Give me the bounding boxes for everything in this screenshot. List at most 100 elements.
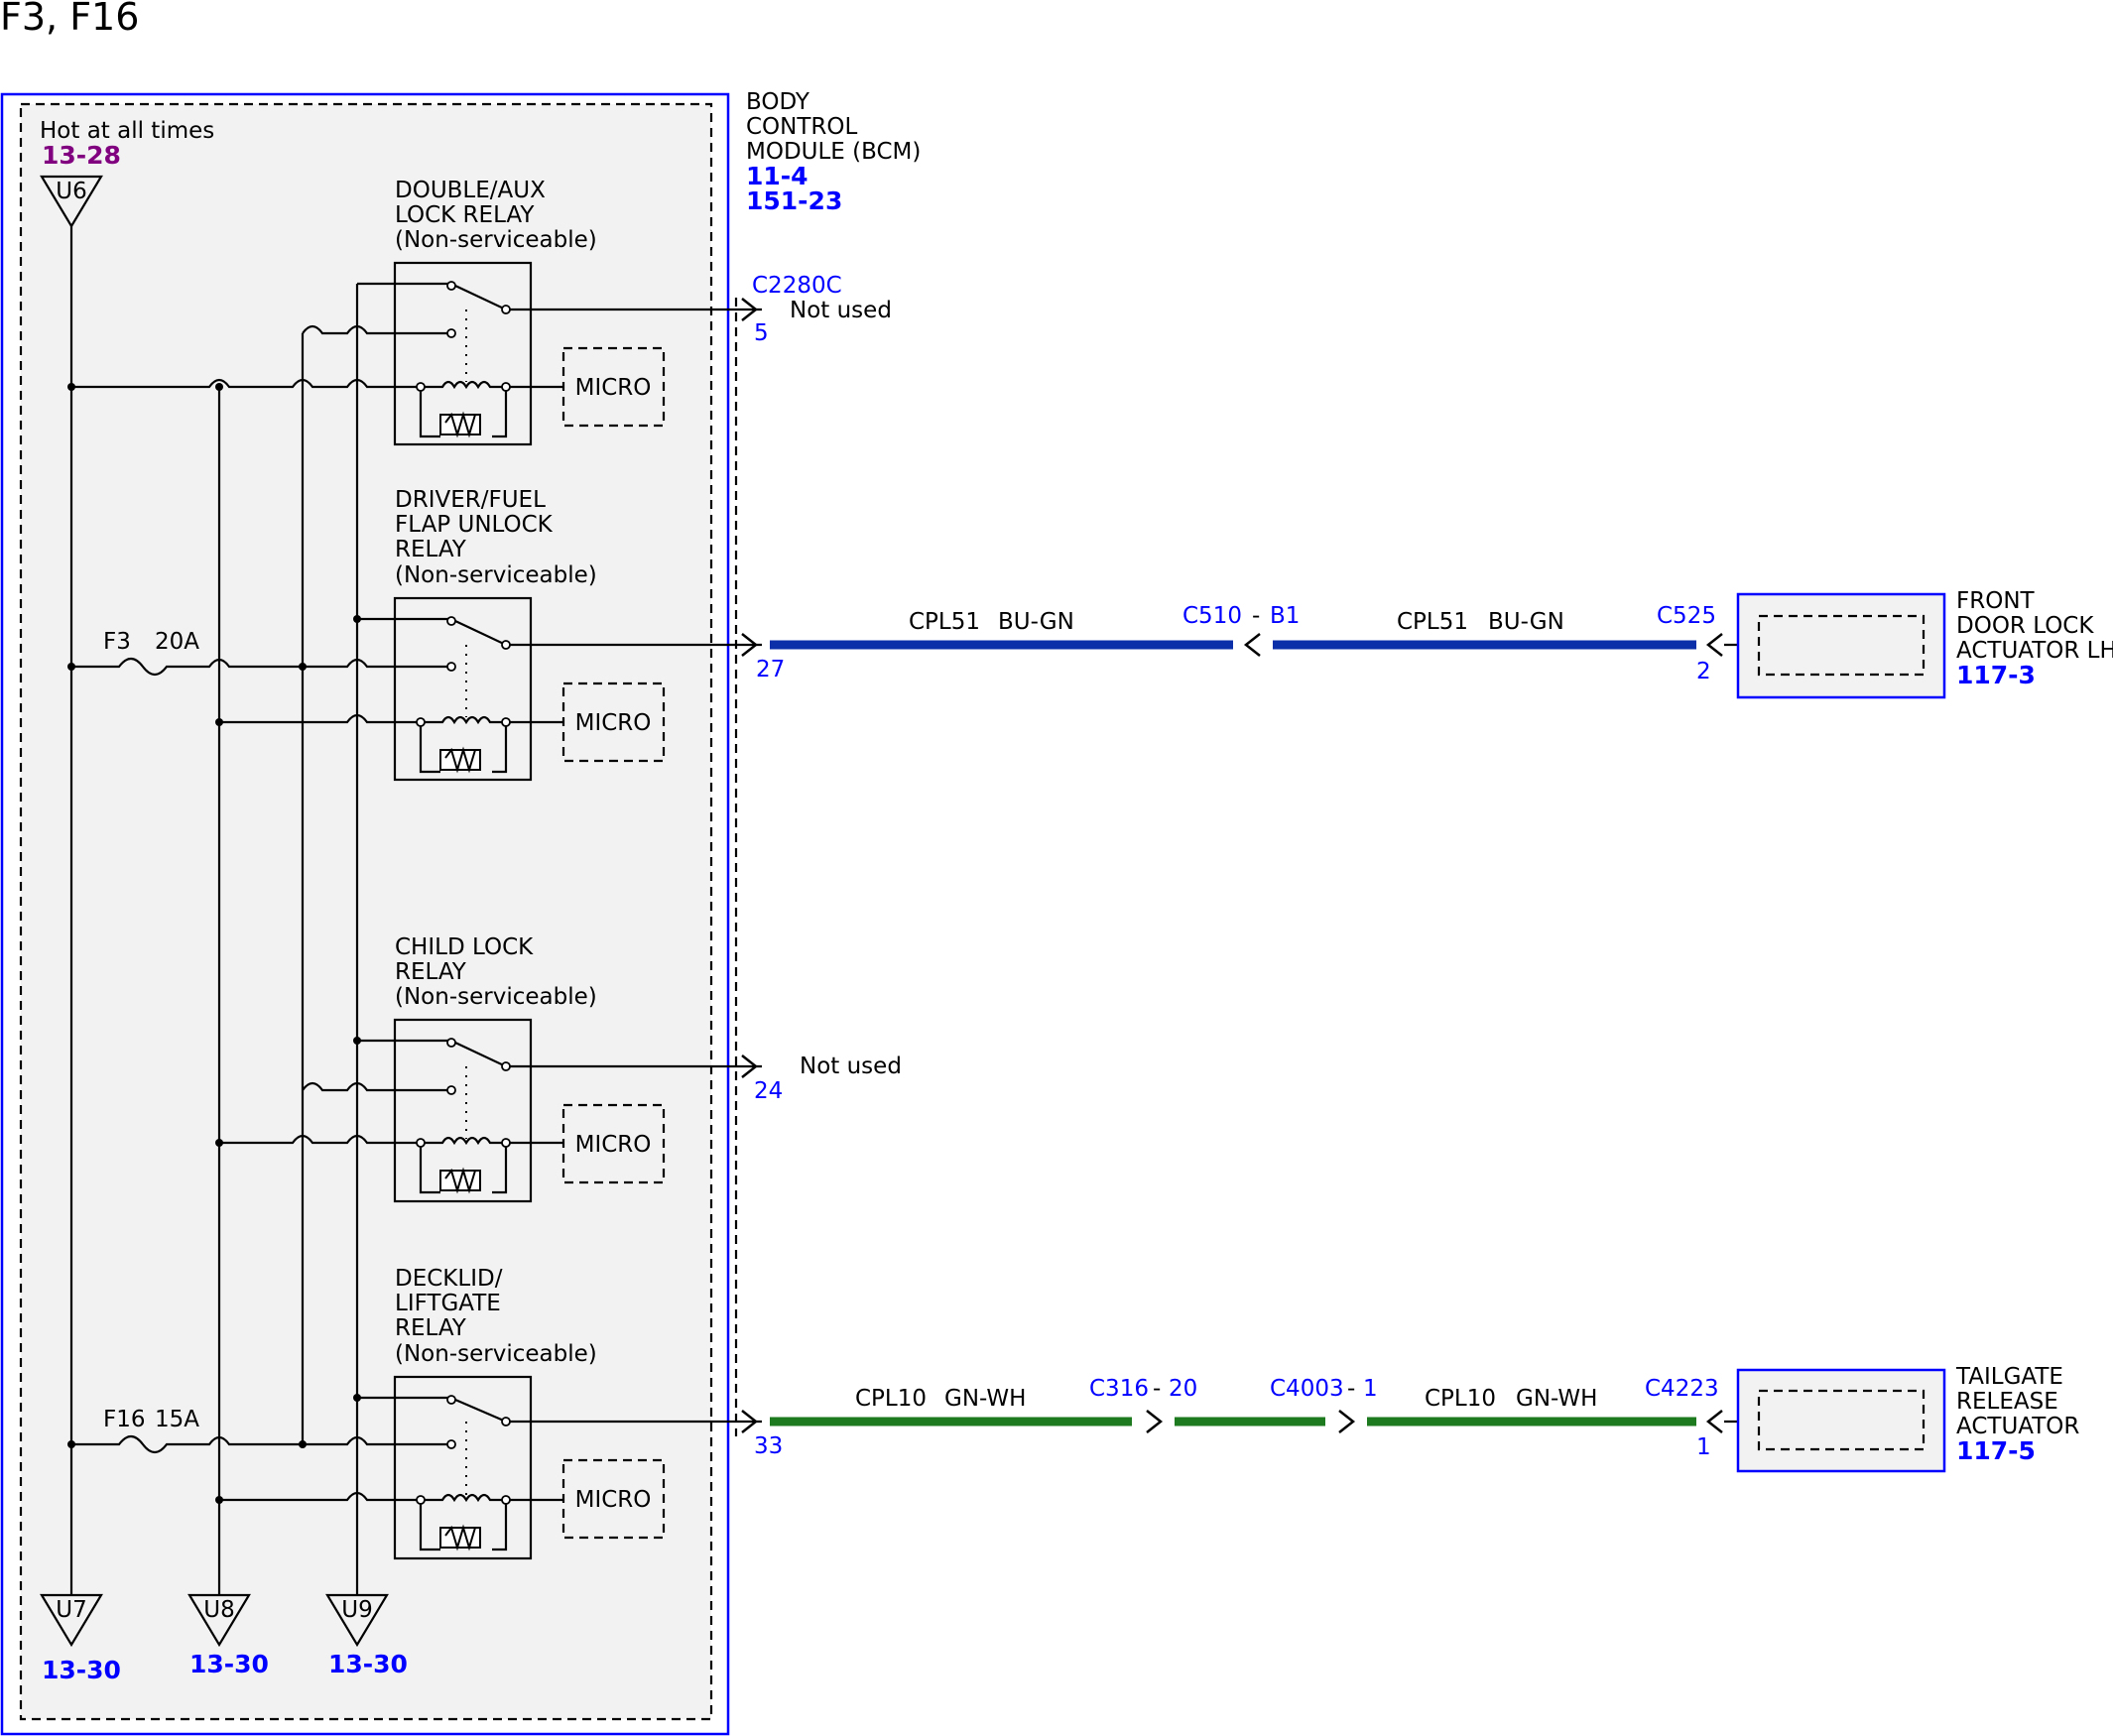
- hot-ref: 13-28: [42, 141, 121, 170]
- bcm-ref-1: 11-4: [746, 162, 808, 190]
- c316-separator: -: [1153, 1376, 1161, 1402]
- front-door-lock-line-1: FRONT: [1956, 588, 2036, 614]
- relay-4-micro-label: MICRO: [575, 1487, 652, 1513]
- tailgate-release-actuator-inner: [1757, 1389, 1926, 1451]
- f16-fuse-wire: [71, 1434, 397, 1454]
- relay-1-label-line-3: (Non-serviceable): [395, 227, 597, 253]
- bcm-name-line-1: BODY: [746, 89, 810, 115]
- bcm-internal-area: [19, 102, 713, 1721]
- relay-1-micro-label: MICRO: [575, 375, 652, 401]
- relay-2-label-line-1: DRIVER/FUEL: [395, 487, 546, 513]
- relay-3-box: [393, 1018, 533, 1203]
- relay-4-pin: 33: [754, 1433, 783, 1459]
- cpl51-seg2-color: BU-GN: [1488, 609, 1564, 635]
- relay-1-micro-box: [561, 346, 666, 428]
- u8-label: U8: [203, 1597, 234, 1623]
- c510-pin: B1: [1270, 603, 1300, 629]
- u6-label: U6: [56, 179, 86, 204]
- relay-1-output-note: Not used: [790, 298, 892, 323]
- cpl51-seg2-circuit: CPL51: [1397, 609, 1468, 635]
- u8-ref: 13-30: [189, 1650, 269, 1678]
- c316-pin: 20: [1169, 1376, 1197, 1402]
- c316-connector-id: C316: [1089, 1376, 1149, 1402]
- relay-4-label-line-1: DECKLID/: [395, 1266, 503, 1292]
- cpl51-seg1-circuit: CPL51: [909, 609, 980, 635]
- f3-fuse-wire: [71, 657, 397, 677]
- c4003-connector-id: C4003: [1270, 1376, 1344, 1402]
- tailgate-release-actuator-box: [1736, 1368, 1946, 1473]
- u9-ref: 13-30: [328, 1650, 408, 1678]
- f3-fuse-name: F3: [103, 629, 131, 655]
- c510-connector-id: C510: [1182, 603, 1242, 629]
- relay-2-micro-box: [561, 682, 666, 763]
- relay-3-label-line-2: RELAY: [395, 959, 467, 985]
- c4223-pin: 1: [1696, 1434, 1711, 1460]
- relay-2-label-line-4: (Non-serviceable): [395, 562, 597, 588]
- f3-fuse-rating: 20A: [155, 629, 199, 655]
- c525-pin: 2: [1696, 659, 1711, 684]
- u7-splice-triangle-icon: [40, 1593, 103, 1648]
- tailgate-line-3: ACTUATOR: [1956, 1414, 2079, 1439]
- relay-1-label-line-2: LOCK RELAY: [395, 202, 535, 228]
- front-door-lock-actuator-box: [1736, 592, 1946, 699]
- relay-4-label-line-2: LIFTGATE: [395, 1291, 501, 1316]
- tailgate-line-2: RELEASE: [1956, 1389, 2058, 1415]
- page-title: F3, F16: [0, 0, 139, 39]
- relay-2-micro-label: MICRO: [575, 710, 652, 736]
- tailgate-line-1: TAILGATE: [1955, 1364, 2063, 1390]
- relay-2-box: [393, 596, 533, 782]
- front-door-lock-line-2: DOOR LOCK: [1956, 613, 2094, 639]
- hot-at-all-times-label: Hot at all times: [40, 118, 214, 144]
- c510-separator: -: [1252, 603, 1260, 629]
- cpl10-seg2-color: GN-WH: [1516, 1386, 1597, 1412]
- u9-splice-triangle-icon: [325, 1593, 389, 1648]
- relay-4-label-line-3: RELAY: [395, 1315, 467, 1341]
- circuit-cpl10: CPL10 GN-WH C316 - 20 C4003 - 1 CPL10 GN…: [770, 1364, 2079, 1473]
- relay-3-pin: 24: [754, 1078, 783, 1104]
- f16-fuse-name: F16: [103, 1407, 146, 1432]
- circuit-cpl51: CPL51 BU-GN C510 - B1 CPL51 BU-GN C525 2…: [770, 588, 2113, 699]
- cpl10-seg1-circuit: CPL10: [855, 1386, 927, 1412]
- c525-connector-id: C525: [1657, 603, 1716, 629]
- relay-decklid-liftgate: DECKLID/ LIFTGATE RELAY (Non-serviceable…: [219, 1266, 783, 1560]
- u6-splice-triangle-icon: [40, 175, 103, 229]
- front-door-lock-ref: 117-3: [1956, 661, 2036, 689]
- relay-3-micro-box: [561, 1103, 666, 1184]
- bcm-module-outline: [0, 92, 730, 1736]
- front-door-lock-actuator-inner: [1757, 614, 1926, 677]
- relay-2-label-line-2: FLAP UNLOCK: [395, 512, 554, 538]
- bcm-ref-2: 151-23: [746, 186, 842, 215]
- u9-label: U9: [341, 1597, 372, 1623]
- tailgate-ref: 117-5: [1956, 1436, 2036, 1465]
- relay-3-micro-label: MICRO: [575, 1132, 652, 1158]
- f16-fuse-rating: 15A: [155, 1407, 199, 1432]
- c4003-separator: -: [1347, 1376, 1355, 1402]
- relay-3-label-line-1: CHILD LOCK: [395, 934, 534, 960]
- relay-1-label-line-1: DOUBLE/AUX: [395, 178, 546, 203]
- u7-label: U7: [56, 1597, 86, 1623]
- cpl10-seg1-color: GN-WH: [944, 1386, 1026, 1412]
- bcm-name-line-2: CONTROL: [746, 114, 858, 140]
- c4003-pin: 1: [1363, 1376, 1378, 1402]
- u8-splice-triangle-icon: [187, 1593, 251, 1648]
- relay-2-label-line-3: RELAY: [395, 537, 467, 562]
- c4223-connector-id: C4223: [1645, 1376, 1719, 1402]
- bcm-name-line-3: MODULE (BCM): [746, 139, 921, 165]
- relay-4-label-line-4: (Non-serviceable): [395, 1341, 597, 1367]
- relay-double-aux-lock: DOUBLE/AUX LOCK RELAY (Non-serviceable) …: [71, 178, 892, 446]
- relay-4-box: [393, 1375, 533, 1560]
- relay-1-box: [393, 261, 533, 446]
- relay-2-pin: 27: [756, 657, 785, 682]
- cpl10-seg2-circuit: CPL10: [1425, 1386, 1496, 1412]
- relay-4-micro-box: [561, 1458, 666, 1540]
- front-door-lock-line-3: ACTUATOR LH: [1956, 638, 2113, 664]
- cpl51-seg1-color: BU-GN: [998, 609, 1074, 635]
- relay-1-pin: 5: [754, 320, 769, 346]
- relay-3-label-line-3: (Non-serviceable): [395, 984, 597, 1010]
- u7-ref: 13-30: [42, 1656, 121, 1684]
- relay-driver-fuel-flap-unlock: DRIVER/FUEL FLAP UNLOCK RELAY (Non-servi…: [219, 487, 785, 782]
- relay-1-connector-id: C2280C: [752, 273, 842, 299]
- relay-3-output-note: Not used: [800, 1054, 902, 1079]
- junction-dot: [215, 383, 223, 391]
